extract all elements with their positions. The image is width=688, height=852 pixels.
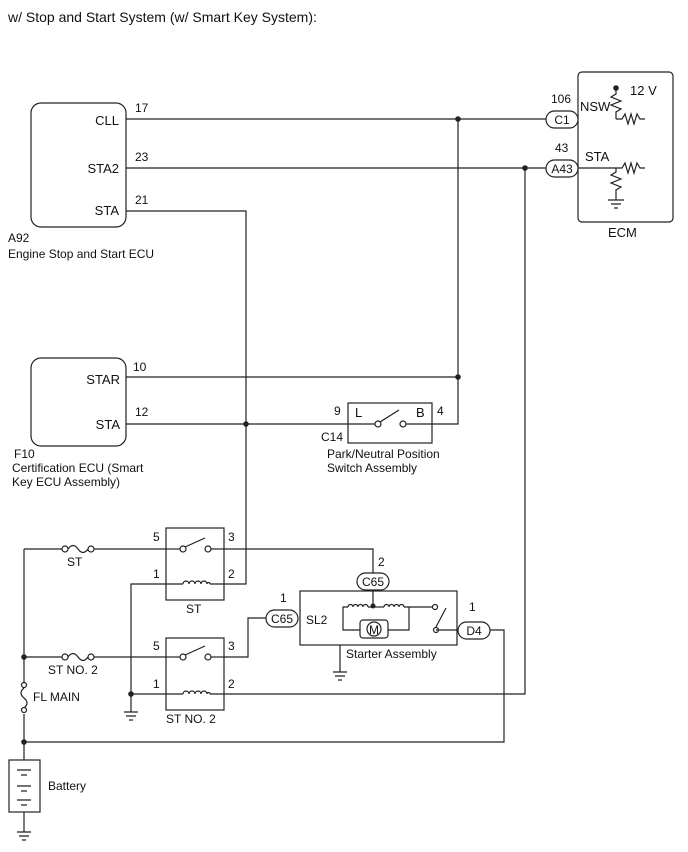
connector-d4: D4 — [466, 624, 482, 638]
ecm-pin-label-nsw: NSW — [580, 99, 611, 114]
fuse-st: ST — [61, 544, 95, 569]
c14-pin-num-9: 9 — [334, 404, 341, 418]
battery: Battery — [8, 759, 86, 813]
a92-pin-label-sta: STA — [95, 203, 120, 218]
f10-code: F10 — [14, 447, 35, 461]
starter-motor-m: M — [369, 623, 379, 637]
ecm-pin-num-43: 43 — [555, 141, 569, 155]
f10-name-line2: Key ECU Assembly) — [12, 475, 120, 489]
f10-pin-num-10: 10 — [133, 360, 147, 374]
certification-ecu: STAR STA 10 12 F10 Certification ECU (Sm… — [12, 357, 149, 489]
fuse-st-no2: ST NO. 2 — [48, 652, 98, 677]
c14-code: C14 — [321, 430, 343, 444]
ecm: ECM 12 V NSW STA — [577, 71, 674, 240]
c65-top-pin: 2 — [378, 555, 385, 569]
fuse-fl-main-label: FL MAIN — [33, 690, 80, 704]
connector-c65-top: C65 — [362, 575, 384, 589]
a92-name: Engine Stop and Start ECU — [8, 247, 154, 261]
starter-connectors: 2 C65 1 C65 1 D4 — [265, 555, 491, 640]
battery-ground-icon — [17, 831, 31, 841]
battery-label: Battery — [48, 779, 86, 793]
st-no2-relay-name: ST NO. 2 — [166, 712, 216, 726]
starter-name: Starter Assembly — [346, 647, 437, 661]
park-neutral-switch: L B 9 4 C14 Park/Neutral Position Switch… — [321, 402, 444, 475]
st-relay: 5 3 1 2 ST — [153, 527, 235, 616]
ecm-name: ECM — [608, 225, 637, 240]
fuse-st-label: ST — [67, 555, 83, 569]
diagram-title: w/ Stop and Start System (w/ Smart Key S… — [7, 9, 317, 25]
fuse-fl-main: FL MAIN — [18, 681, 80, 714]
connector-a43: A43 — [551, 162, 573, 176]
engine-stop-start-ecu: CLL STA2 STA 17 23 21 A92 Engine Stop an… — [8, 101, 154, 261]
st-no2-relay-pin-5: 5 — [153, 639, 160, 653]
ecm-pin-label-sta: STA — [585, 149, 610, 164]
ecm-pin-num-106: 106 — [551, 92, 571, 106]
connector-c65-left: C65 — [271, 612, 293, 626]
st-relay-pin-2: 2 — [228, 567, 235, 581]
c14-name-line2: Switch Assembly — [327, 461, 417, 475]
f10-pin-label-star: STAR — [86, 372, 120, 387]
a92-pin-num-17: 17 — [135, 101, 149, 115]
a92-pin-label-cll: CLL — [95, 113, 119, 128]
c14-pin-label-b: B — [416, 405, 425, 420]
junction-dots — [21, 116, 528, 745]
d4-pin: 1 — [469, 600, 476, 614]
st-relay-pin-5: 5 — [153, 530, 160, 544]
f10-pin-num-12: 12 — [135, 405, 149, 419]
c14-pin-label-l: L — [355, 405, 362, 420]
starter-assembly: SL2 M Starter Assembly — [299, 590, 458, 661]
fuse-st-no2-label: ST NO. 2 — [48, 663, 98, 677]
c14-pin-num-4: 4 — [437, 404, 444, 418]
st-relay-pin-3: 3 — [228, 530, 235, 544]
wires — [23, 118, 546, 832]
f10-pin-label-sta: STA — [96, 417, 121, 432]
a92-pin-num-21: 21 — [135, 193, 149, 207]
c65-left-pin: 1 — [280, 591, 287, 605]
f10-name-line1: Certification ECU (Smart — [12, 461, 144, 475]
a92-code: A92 — [8, 231, 30, 245]
connector-c1: C1 — [554, 113, 570, 127]
a92-pin-label-sta2: STA2 — [87, 161, 119, 176]
st-no2-relay-pin-3: 3 — [228, 639, 235, 653]
c14-name-line1: Park/Neutral Position — [327, 447, 440, 461]
ecm-supply-label: 12 V — [630, 83, 657, 98]
st-no2-relay-pin-2: 2 — [228, 677, 235, 691]
st-no2-relay: 5 3 1 2 ST NO. 2 — [153, 637, 235, 726]
a92-pin-num-23: 23 — [135, 150, 149, 164]
st-relay-pin-1: 1 — [153, 567, 160, 581]
starter-sl2-label: SL2 — [306, 613, 328, 627]
st-no2-relay-pin-1: 1 — [153, 677, 160, 691]
st-relay-name: ST — [186, 602, 202, 616]
ecm-connectors: 106 C1 43 A43 — [545, 92, 579, 178]
